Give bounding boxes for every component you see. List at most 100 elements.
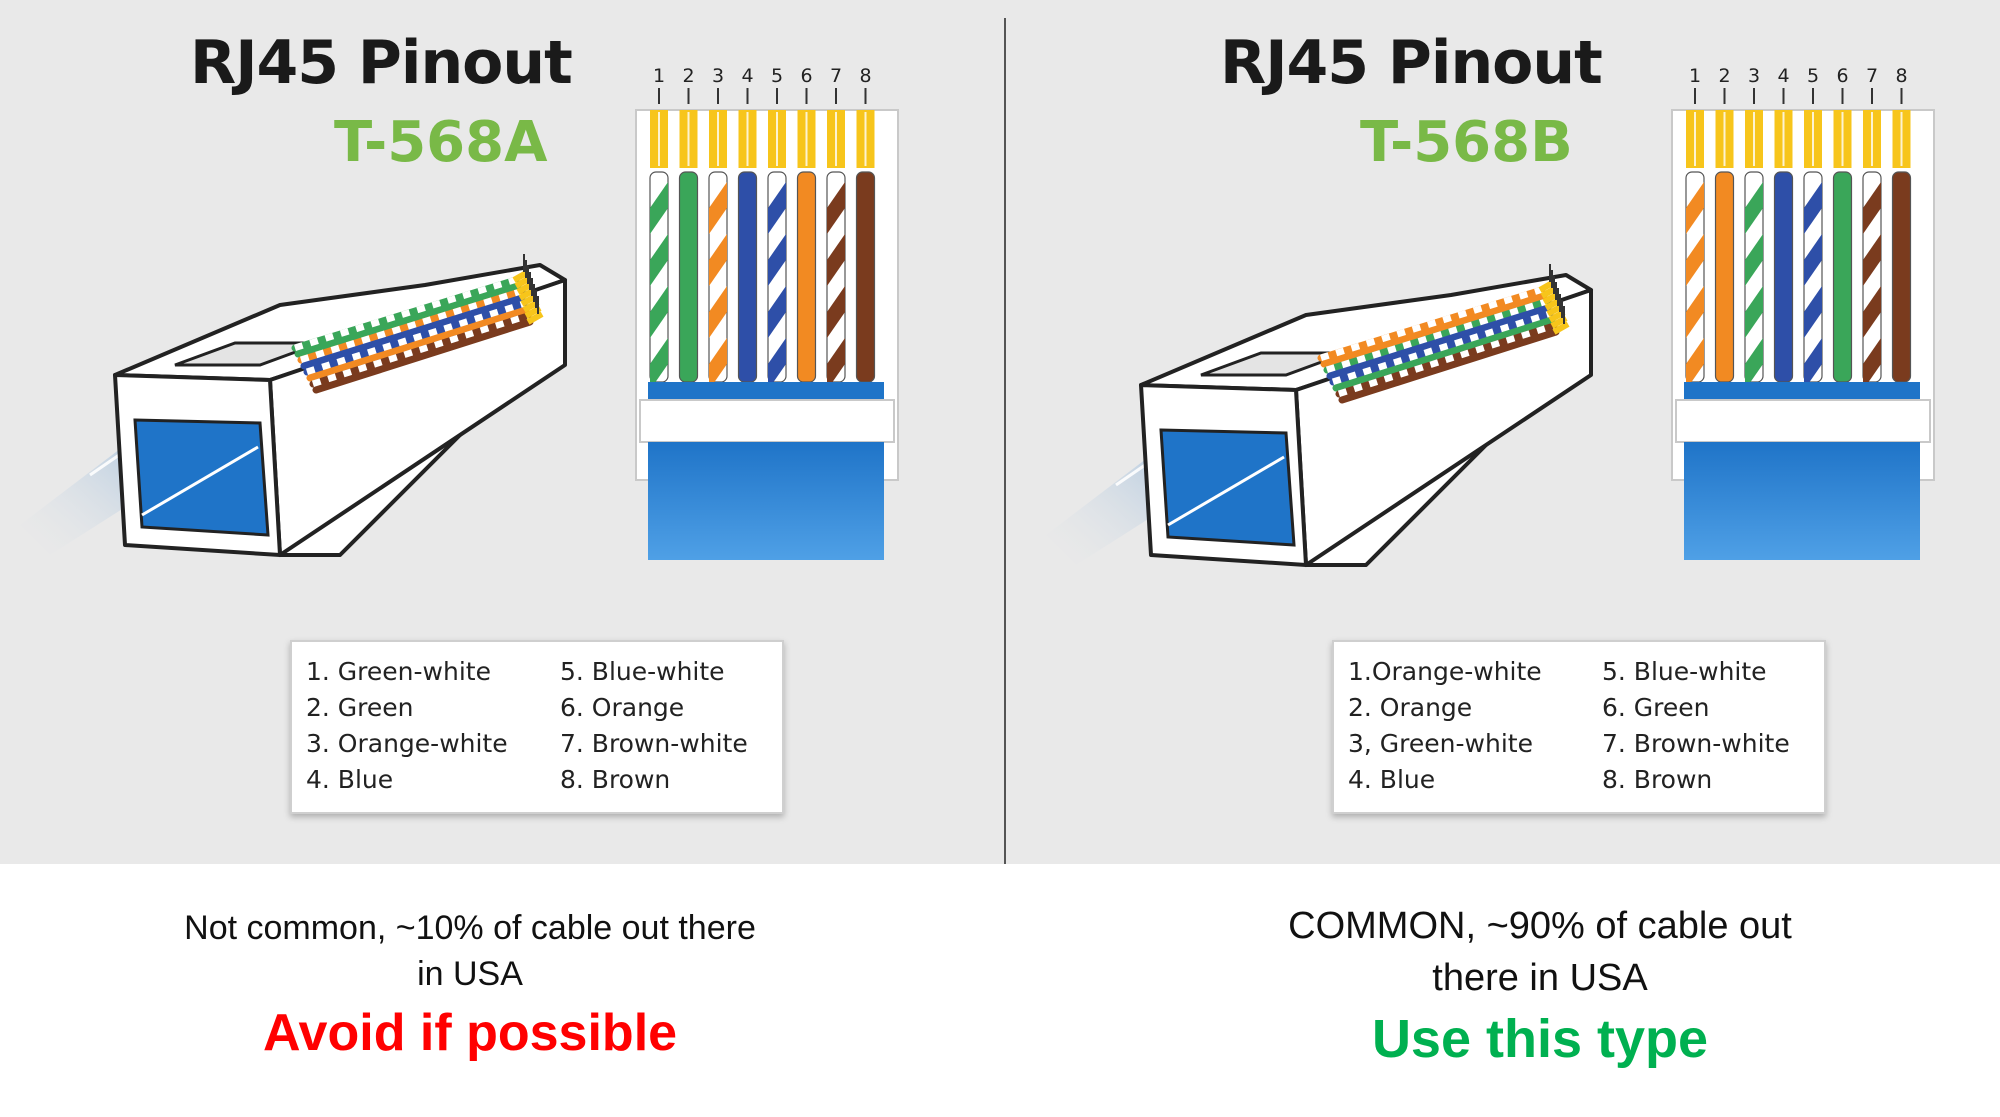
wire-pin-7	[1862, 110, 1882, 390]
rj45-plug-illustration	[1046, 264, 1593, 567]
plug-contact	[1552, 321, 1570, 335]
legend-item: 1.Orange-white	[1348, 657, 1542, 686]
pin-number: 7	[1866, 65, 1878, 87]
panel-divider	[1004, 18, 1006, 864]
legend-item: 8. Brown	[1602, 765, 1713, 794]
plug-opening	[1159, 428, 1296, 547]
plug-wire-4	[1326, 304, 1552, 380]
standard-label: T-568A	[334, 110, 548, 175]
plug-wire-6	[1332, 316, 1556, 392]
wire-pin-5	[767, 110, 787, 390]
pinout-legend: 1.Orange-white 2. Orange 3, Green-white …	[1332, 640, 1826, 814]
plug-opening	[133, 418, 270, 537]
plug-wire-8	[1338, 328, 1560, 404]
legend-column-1: 1.Orange-white 2. Orange 3, Green-white …	[1348, 654, 1542, 798]
wire-pin-5	[1803, 110, 1823, 390]
strain-relief-band	[639, 399, 895, 443]
caption-line: in USA	[417, 955, 523, 993]
opening-highlight	[141, 445, 259, 517]
plug-wire-stripe	[1337, 322, 1556, 398]
legend-item: 4. Blue	[306, 765, 394, 794]
pin-number: 3	[1748, 65, 1760, 87]
plug-wire-stripe	[293, 276, 518, 352]
plug-wire-4	[300, 294, 526, 370]
plug-wire-stripe	[299, 288, 522, 364]
legend-item: 5. Blue-white	[1602, 657, 1767, 686]
caption-line: Not common, ~10% of cable out there	[184, 909, 756, 947]
wire-pin-6	[796, 110, 817, 383]
legend-item: 2. Orange	[1348, 693, 1473, 722]
pin-number: 6	[800, 65, 812, 87]
cable-jacket-top	[1684, 382, 1920, 400]
legend-item: 5. Blue-white	[560, 657, 725, 686]
legend-item: 3, Green-white	[1348, 729, 1533, 758]
pin-number: 8	[859, 65, 871, 87]
legend-column-2: 5. Blue-white 6. Orange 7. Brown-white 8…	[560, 654, 748, 798]
wire-pin-3	[708, 110, 728, 390]
cable-jacket	[648, 442, 884, 560]
legend-item: 8. Brown	[560, 765, 671, 794]
pin-number: 1	[653, 65, 665, 87]
pin-number: 8	[1895, 65, 1907, 87]
plug-wire-stripe	[1331, 310, 1552, 386]
pin-number: 2	[682, 65, 694, 87]
plug-wire-8	[312, 318, 534, 394]
opening-highlight	[1167, 455, 1285, 527]
legend-item: 2. Green	[306, 693, 414, 722]
legend-item: 4. Blue	[1348, 765, 1436, 794]
pin-number: 5	[771, 65, 783, 87]
wire-pin-2	[678, 110, 699, 383]
strain-relief-band	[1675, 399, 1931, 443]
caption-t568a: Not common, ~10% of cable out there in U…	[0, 905, 970, 1065]
pin-number: 5	[1807, 65, 1819, 87]
pinout-legend: 1. Green-white 2. Green 3. Orange-white …	[290, 640, 784, 814]
pin-number: 4	[1777, 65, 1789, 87]
wire-pin-4	[1773, 110, 1794, 383]
legend-column-1: 1. Green-white 2. Green 3. Orange-white …	[306, 654, 508, 798]
legend-item: 6. Orange	[560, 693, 685, 722]
caption-line: COMMON, ~90% of cable out	[1288, 905, 1792, 947]
plug-wire-2	[294, 282, 522, 358]
panel-title: RJ45 Pinout	[190, 28, 573, 98]
legend-item: 3. Orange-white	[306, 729, 508, 758]
legend-item: 7. Brown-white	[1602, 729, 1790, 758]
wire-pin-8	[1891, 110, 1912, 383]
wire-pin-3	[1744, 110, 1764, 390]
pin-number: 3	[712, 65, 724, 87]
wire-pin-1	[649, 110, 669, 390]
pin-number: 4	[741, 65, 753, 87]
plug-wire-6	[306, 306, 530, 382]
wire-pin-1	[1685, 110, 1705, 390]
standard-label: T-568B	[1360, 110, 1573, 175]
wire-pin-6	[1832, 110, 1853, 383]
plug-wire-stripe	[311, 312, 530, 388]
cable-jacket	[1684, 442, 1920, 560]
rj45-plug-illustration	[20, 254, 567, 557]
wire-pin-2	[1714, 110, 1735, 383]
legend-item: 1. Green-white	[306, 657, 491, 686]
wire-pin-8	[855, 110, 876, 383]
legend-item: 6. Green	[1602, 693, 1710, 722]
plug-wire-stripe	[1325, 298, 1548, 374]
wire-pin-7	[826, 110, 846, 390]
verdict-text: Use this type	[1371, 1009, 1709, 1069]
plug-contact	[526, 311, 544, 325]
wire-pin-4	[737, 110, 758, 383]
pin-number: 1	[1689, 65, 1701, 87]
pin-number: 2	[1718, 65, 1730, 87]
caption-line: there in USA	[1432, 957, 1648, 999]
legend-item: 7. Brown-white	[560, 729, 748, 758]
panel-title: RJ45 Pinout	[1220, 28, 1603, 98]
pin-number: 6	[1836, 65, 1848, 87]
pin-number: 7	[830, 65, 842, 87]
verdict-text: Avoid if possible	[262, 1004, 678, 1062]
plug-wire-2	[1320, 292, 1548, 368]
caption-t568b: COMMON, ~90% of cable out there in USA U…	[1040, 900, 2000, 1072]
plug-wire-stripe	[1319, 286, 1544, 362]
cable-jacket-top	[648, 382, 884, 400]
plug-wire-stripe	[305, 300, 526, 376]
